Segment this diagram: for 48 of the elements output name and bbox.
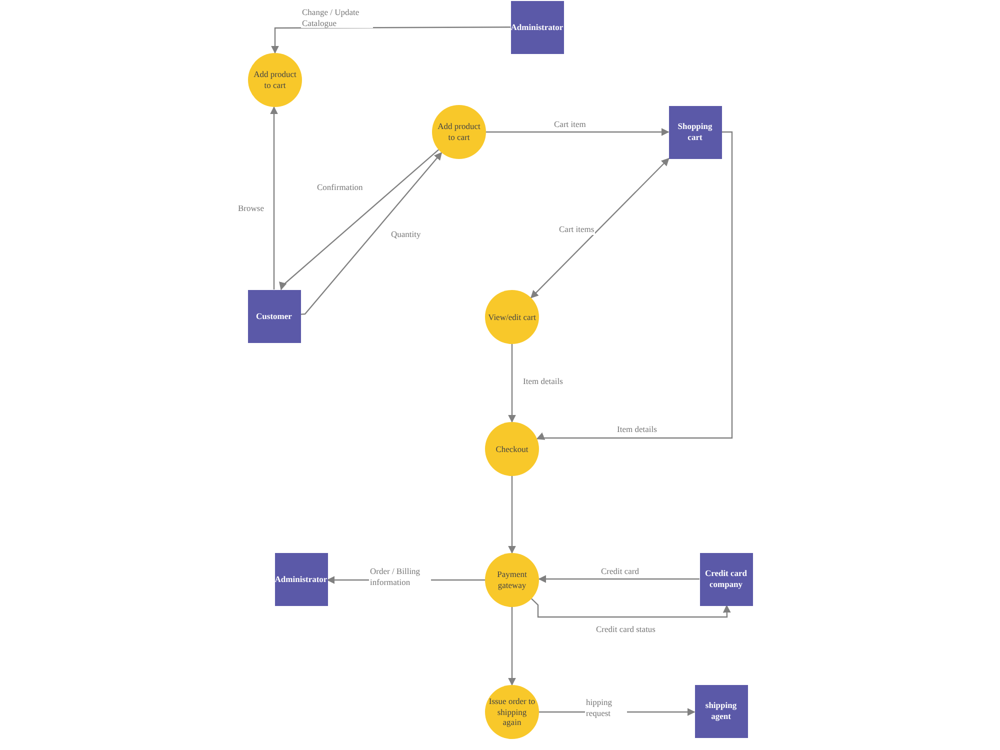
- process-circle: [485, 422, 539, 476]
- arrow: [530, 158, 670, 298]
- edge-label: Credit card status: [595, 624, 656, 635]
- entity-box: [248, 290, 300, 342]
- process-label: Add product to cart: [252, 69, 298, 91]
- entity-label: Administrator: [510, 22, 564, 32]
- process-circle: [248, 53, 302, 107]
- edge-label: hipping request: [585, 697, 627, 718]
- process-circle: [432, 105, 486, 159]
- arrow: [271, 26, 510, 54]
- arrow: [508, 607, 516, 686]
- entity-box: [274, 552, 328, 606]
- arrow: [300, 152, 442, 315]
- process-label: Checkout: [496, 444, 528, 454]
- entity-label: Shopping cart: [676, 121, 714, 143]
- process-label: Issue order to shipping again: [488, 696, 536, 728]
- process-circle: [485, 685, 539, 739]
- process-circle: [485, 290, 539, 344]
- edge-label: Browse: [237, 203, 265, 214]
- entity-label: Administrator: [274, 574, 328, 584]
- arrow: [536, 131, 733, 440]
- arrow: [508, 344, 516, 423]
- entity-box: [694, 684, 748, 738]
- entity-label: Customer: [256, 310, 292, 322]
- process-label: Add product to cart: [436, 121, 482, 143]
- process-label: Payment gateway: [496, 569, 528, 591]
- arrow: [508, 476, 516, 554]
- edge-label: Item details: [522, 376, 564, 387]
- edge-label: Quantity: [390, 229, 422, 240]
- edge-label: Cart item: [553, 119, 587, 130]
- entity-label: shipping agent: [704, 700, 738, 722]
- edge-label: Confirmation: [316, 182, 364, 193]
- edge-label: Change / Update Catalogue: [301, 7, 373, 28]
- arrow: [531, 598, 731, 618]
- arrow: [270, 106, 278, 290]
- edge-label: Order / Billing information: [369, 566, 431, 588]
- entity-box: [668, 106, 722, 158]
- arrow: [486, 128, 670, 136]
- edge-label: Cart items: [558, 224, 596, 235]
- process-label: View/edit cart: [488, 312, 536, 322]
- arrow: [538, 575, 700, 583]
- process-circle: [485, 553, 539, 607]
- entity-label: Credit card company: [704, 568, 748, 590]
- edge-label: Credit card: [600, 566, 640, 577]
- entity-box: [700, 552, 752, 606]
- edge-label: Item details: [616, 424, 658, 435]
- arrow: [279, 149, 439, 290]
- entity-box: [510, 0, 564, 54]
